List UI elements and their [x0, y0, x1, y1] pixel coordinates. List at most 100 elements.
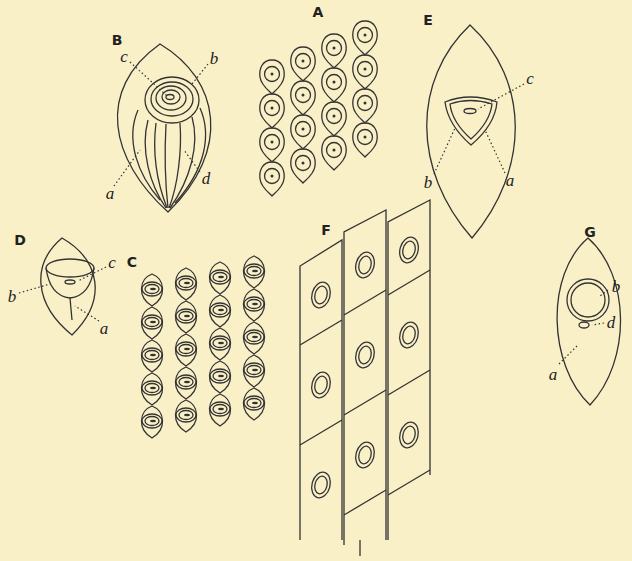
drawn-line — [353, 440, 377, 470]
drawn-line — [141, 340, 162, 372]
figure-letter: G — [584, 225, 596, 239]
drawn-line — [353, 89, 377, 123]
drawn-line — [260, 94, 284, 128]
drawn-line — [141, 274, 162, 306]
drawn-line — [579, 322, 589, 328]
drawn-line — [427, 25, 516, 238]
drawn-line — [192, 64, 208, 84]
drawn-line — [313, 375, 329, 395]
drawn-line — [344, 490, 386, 515]
part-letter: a — [506, 172, 515, 189]
drawn-line — [175, 400, 196, 432]
drawn-line — [114, 150, 140, 186]
drawn-line — [559, 345, 578, 364]
drawn-line — [209, 394, 230, 426]
drawn-line — [141, 373, 162, 405]
drawn-line — [357, 345, 373, 365]
drawn-line — [70, 298, 72, 320]
drawn-line — [141, 307, 162, 339]
drawn-line — [291, 47, 315, 81]
drawn-line — [243, 289, 264, 321]
drawn-line — [291, 81, 315, 115]
drawn-line — [300, 320, 342, 345]
drawn-line — [344, 290, 386, 315]
drawn-line — [162, 90, 180, 104]
drawn-line — [184, 150, 200, 172]
drawn-line — [353, 55, 377, 89]
drawn-line — [485, 130, 505, 173]
drawn-line — [388, 370, 430, 395]
drawn-line — [571, 283, 605, 317]
drawn-line — [401, 325, 417, 345]
drawn-line — [291, 149, 315, 183]
figure-f — [300, 200, 430, 556]
drawn-line — [117, 44, 210, 212]
drawn-line — [243, 256, 264, 288]
drawn-line — [175, 367, 196, 399]
part-letter: c — [120, 48, 128, 65]
drawn-line — [243, 355, 264, 387]
drawn-line — [353, 250, 377, 280]
figure-a — [260, 21, 377, 196]
drawn-line — [19, 284, 50, 293]
drawn-line — [309, 470, 333, 500]
drawn-line — [445, 97, 497, 145]
drawn-line — [322, 102, 346, 136]
figure-b — [114, 44, 211, 212]
figure-letter: A — [313, 5, 324, 19]
figure-d — [19, 238, 106, 335]
part-letter: d — [607, 314, 616, 331]
part-letter: a — [549, 366, 558, 383]
drawn-line — [46, 268, 94, 298]
drawn-line — [166, 95, 174, 100]
drawn-line — [592, 323, 604, 325]
figure-c — [141, 256, 264, 438]
drawn-line — [243, 388, 264, 420]
drawn-line — [322, 136, 346, 170]
part-letter: d — [202, 170, 211, 187]
drawn-line — [165, 124, 168, 208]
drawn-line — [209, 262, 230, 294]
drawn-line — [243, 322, 264, 354]
part-letter: c — [526, 70, 534, 87]
drawn-line — [300, 420, 342, 445]
drawn-line — [344, 210, 386, 545]
figure-letter: F — [321, 223, 331, 237]
part-letter: b — [8, 288, 17, 305]
drawn-line — [450, 101, 492, 140]
drawn-line — [175, 108, 206, 203]
drawn-line — [401, 425, 417, 445]
part-letter: a — [100, 320, 109, 337]
drawn-line — [65, 280, 75, 284]
drawn-line — [344, 390, 386, 415]
drawn-line — [141, 406, 162, 438]
drawn-line — [397, 235, 421, 265]
part-letter: a — [106, 185, 115, 202]
drawn-line — [75, 306, 99, 321]
drawn-line — [313, 475, 329, 495]
drawn-line — [300, 240, 342, 540]
drawn-line — [600, 290, 608, 296]
drawn-line — [353, 21, 377, 55]
drawn-line — [322, 34, 346, 68]
drawn-line — [209, 328, 230, 360]
drawn-line — [353, 123, 377, 157]
part-letter: b — [424, 174, 433, 191]
drawn-line — [397, 320, 421, 350]
figure-letter: D — [14, 233, 26, 247]
figure-g — [557, 238, 620, 405]
drawn-line — [78, 267, 106, 281]
drawn-line — [388, 200, 430, 540]
drawn-line — [313, 285, 329, 305]
drawn-line — [260, 162, 284, 196]
drawn-line — [175, 301, 196, 333]
drawn-line — [478, 84, 524, 109]
drawn-line — [322, 68, 346, 102]
drawn-line — [357, 445, 373, 465]
drawn-line — [401, 240, 417, 260]
drawn-line — [175, 268, 196, 300]
part-letter: b — [612, 278, 621, 295]
drawn-line — [260, 60, 284, 94]
